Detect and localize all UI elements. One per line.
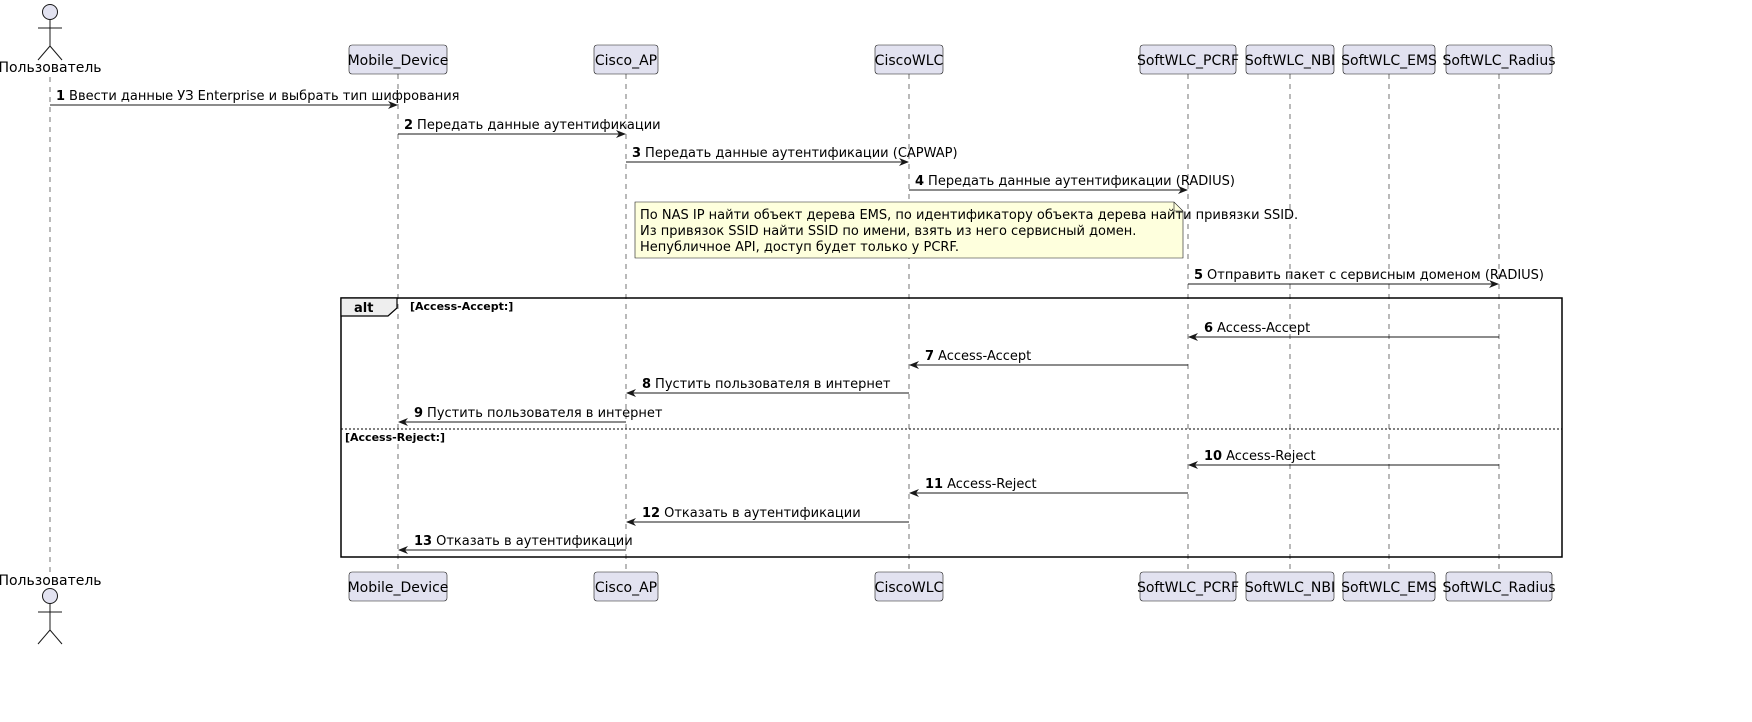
message-7: 7 Access-Accept <box>909 349 1188 369</box>
participant-label-bottom-wlc: CiscoWLC <box>875 580 944 596</box>
message-label: 12 Отказать в аутентификации <box>642 506 861 521</box>
note-box: По NAS IP найти объект дерева EMS, по ид… <box>634 201 1298 259</box>
participant-label-bottom-user: Пользователь <box>0 573 102 589</box>
note-line: Из привязок SSID найти SSID по имени, вз… <box>640 224 1136 239</box>
participant-label-top-user: Пользователь <box>0 60 102 76</box>
participant-label-top-radius: SoftWLC_Radius <box>1443 53 1556 69</box>
message-number: 5 <box>1194 268 1203 283</box>
message-text: Передать данные аутентификации (RADIUS) <box>928 174 1235 189</box>
participant-box-bottom-pcrf: SoftWLC_PCRF <box>1137 571 1239 602</box>
participant-box-top-mobile: Mobile_Device <box>348 44 449 75</box>
alt-tag: alt <box>354 301 373 316</box>
message-label: 1 Ввести данные УЗ Enterprise и выбрать т… <box>56 89 460 104</box>
message-5: 5 Отправить пакет с сервисным доменом (RA… <box>1188 268 1544 288</box>
participant-box-bottom-ems: SoftWLC_EMS <box>1341 571 1437 602</box>
participant-label-top-ap: Cisco_AP <box>595 53 657 69</box>
message-3: 3 Передать данные аутентификации (CAPWAP) <box>626 146 958 166</box>
message-number: 4 <box>915 174 924 189</box>
message-label: 10 Access-Reject <box>1204 449 1316 464</box>
message-number: 12 <box>642 506 660 521</box>
participant-label-top-wlc: CiscoWLC <box>875 53 944 69</box>
participant-box-top-nbi: SoftWLC_NBI <box>1245 44 1335 75</box>
alt-condition-reject: [Access-Reject:] <box>345 431 445 444</box>
message-13: 13 Отказать в аутентификации <box>398 534 633 554</box>
message-label: 4 Передать данные аутентификации (RADIUS) <box>915 174 1235 189</box>
message-label: 7 Access-Accept <box>925 349 1031 364</box>
message-text: Access-Reject <box>1226 449 1316 464</box>
actor-figure-icon <box>37 4 63 61</box>
participant-box-top-radius: SoftWLC_Radius <box>1443 44 1556 75</box>
participant-box-bottom-radius: SoftWLC_Radius <box>1443 571 1556 602</box>
message-2: 2 Передать данные аутентификации <box>398 118 661 138</box>
message-label: 6 Access-Accept <box>1204 321 1310 336</box>
message-number: 3 <box>632 146 641 161</box>
alt-condition-accept: [Access-Accept:] <box>410 300 513 313</box>
message-text: Передать данные аутентификации (CAPWAP) <box>645 146 958 161</box>
message-11: 11 Access-Reject <box>909 477 1188 497</box>
participant-label-top-pcrf: SoftWLC_PCRF <box>1137 53 1239 69</box>
message-9: 9 Пустить пользователя в интернет <box>398 406 663 426</box>
participant-box-bottom-mobile: Mobile_Device <box>348 571 449 602</box>
message-label: 11 Access-Reject <box>925 477 1037 492</box>
message-label: 13 Отказать в аутентификации <box>414 534 633 549</box>
message-number: 1 <box>56 89 65 104</box>
message-text: Отказать в аутентификации <box>664 506 861 521</box>
message-label: 8 Пустить пользователя в интернет <box>642 377 891 392</box>
participant-label-top-ems: SoftWLC_EMS <box>1341 53 1437 69</box>
message-label: 2 Передать данные аутентификации <box>404 118 661 133</box>
participant-box-top-ems: SoftWLC_EMS <box>1341 44 1437 75</box>
participant-label-bottom-ems: SoftWLC_EMS <box>1341 580 1437 596</box>
message-text: Отказать в аутентификации <box>436 534 633 549</box>
message-text: Access-Reject <box>947 477 1037 492</box>
message-number: 10 <box>1204 449 1222 464</box>
participant-box-bottom-wlc: CiscoWLC <box>875 571 944 602</box>
message-number: 2 <box>404 118 413 133</box>
participant-label-bottom-radius: SoftWLC_Radius <box>1443 580 1556 596</box>
message-number: 8 <box>642 377 651 392</box>
message-number: 6 <box>1204 321 1213 336</box>
message-text: Access-Accept <box>938 349 1031 364</box>
participant-label-bottom-pcrf: SoftWLC_PCRF <box>1137 580 1239 596</box>
message-text: Передать данные аутентификации <box>417 118 661 133</box>
message-text: Пустить пользователя в интернет <box>427 406 663 421</box>
alt-fragment: alt [Access-Accept:] [Access-Reject:] <box>340 297 1563 558</box>
message-10: 10 Access-Reject <box>1188 449 1499 469</box>
message-label: 5 Отправить пакет с сервисным доменом (RA… <box>1194 268 1544 283</box>
message-number: 11 <box>925 477 943 492</box>
participant-box-bottom-nbi: SoftWLC_NBI <box>1245 571 1335 602</box>
message-1: 1 Ввести данные УЗ Enterprise и выбрать т… <box>50 89 460 109</box>
participant-box-top-pcrf: SoftWLC_PCRF <box>1137 44 1239 75</box>
message-text: Пустить пользователя в интернет <box>655 377 891 392</box>
participant-box-bottom-ap: Cisco_AP <box>593 571 659 602</box>
message-label: 9 Пустить пользователя в интернет <box>414 406 663 421</box>
message-text: Отправить пакет с сервисным доменом (RAD… <box>1207 268 1544 283</box>
participant-label-bottom-mobile: Mobile_Device <box>348 580 449 596</box>
participant-label-top-nbi: SoftWLC_NBI <box>1245 53 1335 69</box>
message-number: 9 <box>414 406 423 421</box>
message-8: 8 Пустить пользователя в интернет <box>626 377 909 397</box>
message-label: 3 Передать данные аутентификации (CAPWAP) <box>632 146 958 161</box>
message-number: 7 <box>925 349 934 364</box>
message-12: 12 Отказать в аутентификации <box>626 506 909 526</box>
message-text: Access-Accept <box>1217 321 1310 336</box>
participant-label-bottom-ap: Cisco_AP <box>595 580 657 596</box>
actor-figure-icon <box>37 588 63 645</box>
message-6: 6 Access-Accept <box>1188 321 1499 341</box>
participant-box-top-ap: Cisco_AP <box>593 44 659 75</box>
message-number: 13 <box>414 534 432 549</box>
note-line: По NAS IP найти объект дерева EMS, по ид… <box>640 208 1298 223</box>
message-4: 4 Передать данные аутентификации (RADIUS) <box>909 174 1235 194</box>
participant-box-top-wlc: CiscoWLC <box>875 44 944 75</box>
message-text: Ввести данные УЗ Enterprise и выбрать ти… <box>69 89 459 104</box>
participant-label-top-mobile: Mobile_Device <box>348 53 449 69</box>
note-line: Непубличное API, доступ будет только у P… <box>640 240 959 255</box>
participant-label-bottom-nbi: SoftWLC_NBI <box>1245 580 1335 596</box>
